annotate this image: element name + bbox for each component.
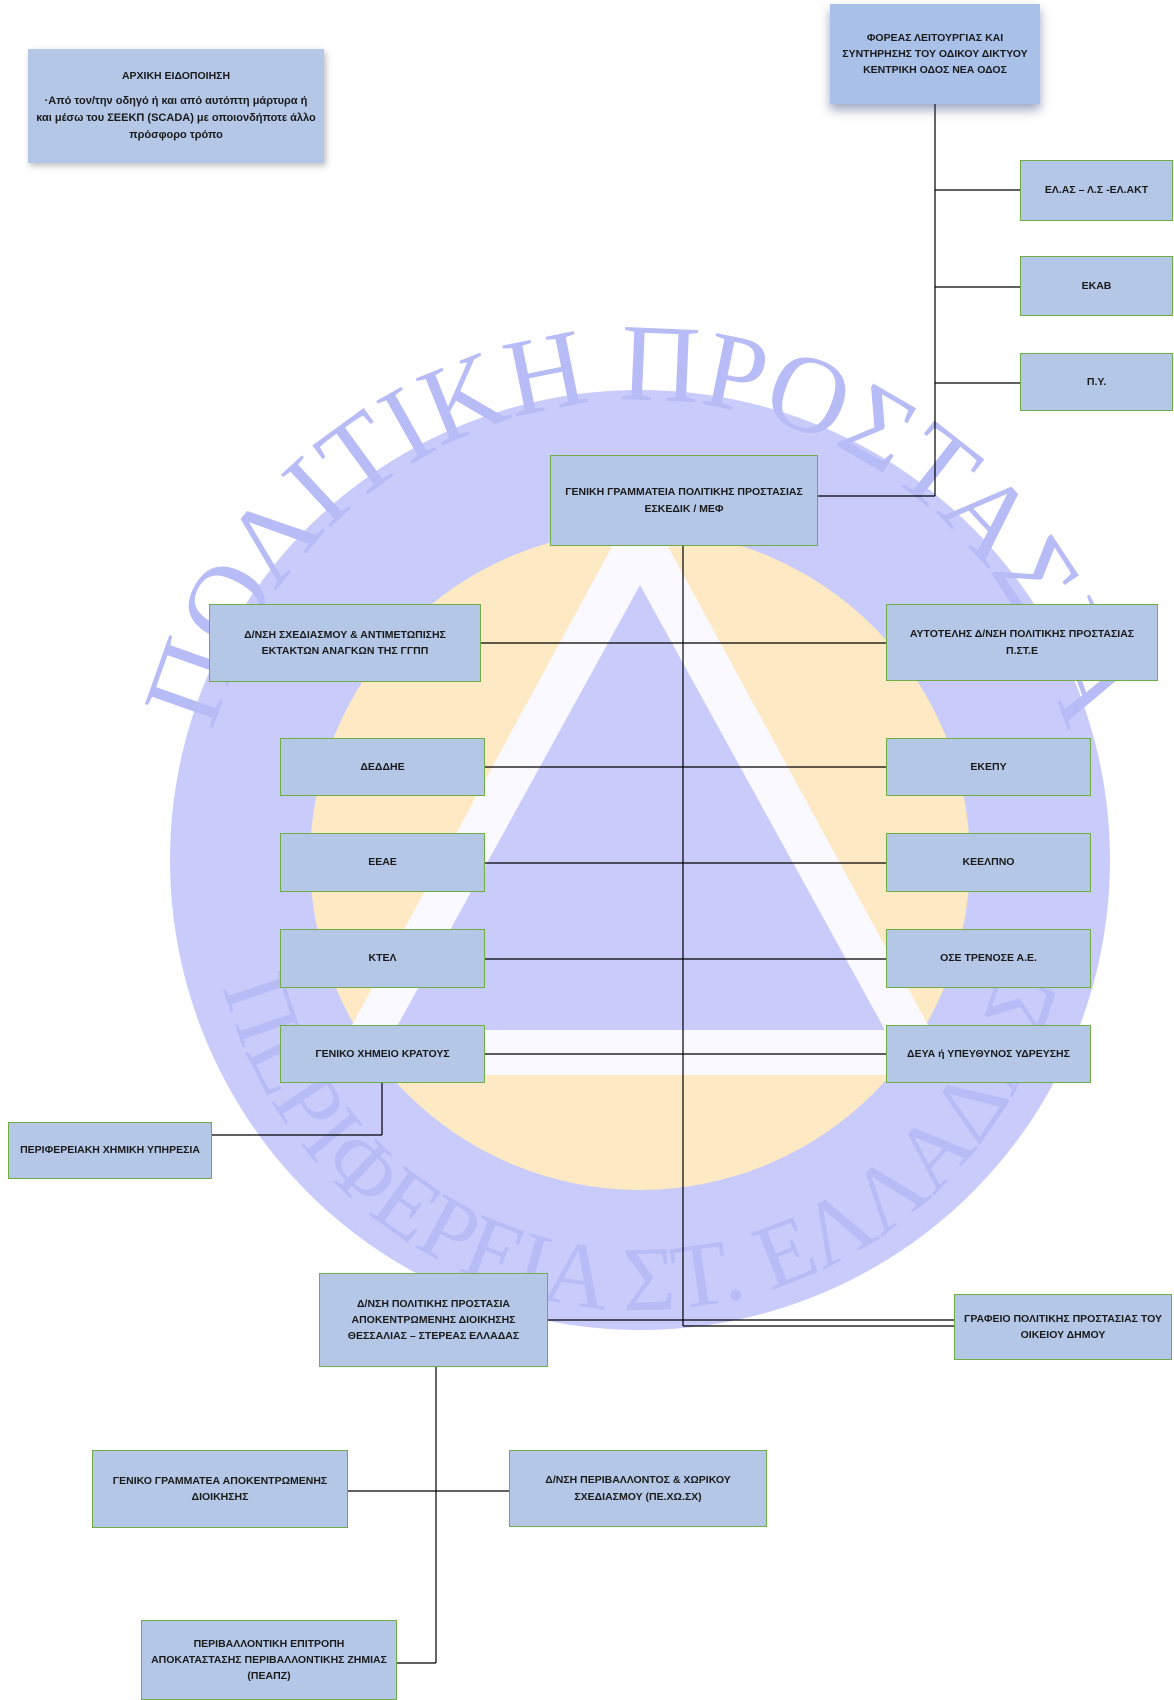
- node-decentral-admin: Δ/ΝΣΗ ΠΟΛΙΤΙΚΗΣ ΠΡΟΣΤΑΣΙΑ ΑΠΟΚΕΝΤΡΩΜΕΝΗΣ…: [319, 1273, 548, 1367]
- node-gscp: ΓΕΝΙΚΗ ΓΡΑΜΜΑΤΕΙΑ ΠΟΛΙΤΙΚΗΣ ΠΡΟΣΤΑΣΙΑΣ Ε…: [550, 455, 818, 546]
- node-ekepy: ΕΚΕΠΥ: [886, 738, 1091, 796]
- node-road-operator-label: ΦΟΡΕΑΣ ΛΕΙΤΟΥΡΓΙΑΣ ΚΑΙ ΣΥΝΤΗΡΗΣΗΣ ΤΟΥ ΟΔ…: [842, 31, 1028, 77]
- initial-notification-title: ΑΡΧΙΚΗ ΕΙΔΟΠΟΙΗΣΗ: [121, 70, 231, 83]
- node-pste: ΑΥΤΟΤΕΛΗΣ Δ/ΝΣΗ ΠΟΛΙΤΙΚΗΣ ΠΡΟΣΤΑΣΙΑΣ Π.Σ…: [886, 604, 1158, 681]
- node-pste-label: ΑΥΤΟΤΕΛΗΣ Δ/ΝΣΗ ΠΟΛΙΤΙΚΗΣ ΠΡΟΣΤΑΣΙΑΣ Π.Σ…: [909, 628, 1135, 657]
- node-municipal-office-label: ΓΡΑΦΕΙΟ ΠΟΛΙΤΙΚΗΣ ΠΡΟΣΤΑΣΙΑΣ ΤΟΥ ΟΙΚΕΙΟΥ…: [964, 1312, 1162, 1341]
- node-ose-label: ΟΣΕ ΤΡΕΝΟΣΕ Α.Ε.: [940, 952, 1037, 965]
- node-general-chemical-lab: ΓΕΝΙΚΟ ΧΗΜΕΙΟ ΚΡΑΤΟΥΣ: [280, 1025, 485, 1083]
- node-secretary-general: ΓΕΝΙΚΟ ΓΡΑΜΜΑΤΕΑ ΑΠΟΚΕΝΤΡΩΜΕΝΗΣ ΔΙΟΙΚΗΣΗ…: [92, 1450, 348, 1528]
- node-ktel-label: ΚΤΕΛ: [368, 952, 397, 965]
- node-deya: ΔΕΥΑ ή ΥΠΕΥΘΥΝΟΣ ΥΔΡΕΥΣΗΣ: [886, 1025, 1091, 1083]
- node-planning-label: Δ/ΝΣΗ ΣΧΕΔΙΑΣΜΟΥ & ΑΝΤΙΜΕΤΩΠΙΣΗΣ ΕΚΤΑΚΤΩ…: [244, 628, 446, 657]
- node-environment-directorate-label: Δ/ΝΣΗ ΠΕΡΙΒΑΛΛΟΝΤΟΣ & ΧΩΡΙΚΟΥ ΣΧΕΔΙΑΣΜΟΥ…: [545, 1474, 731, 1503]
- node-ekav: ΕΚΑΒ: [1020, 256, 1173, 316]
- node-peapz: ΠΕΡΙΒΑΛΛΟΝΤΙΚΗ ΕΠΙΤΡΟΠΗ ΑΠΟΚΑΤΑΣΤΑΣΗΣ ΠΕ…: [141, 1620, 397, 1700]
- node-regional-chemical: ΠΕΡΙΦΕΡΕΙΑΚΗ ΧΗΜΙΚΗ ΥΠΗΡΕΣΙΑ: [8, 1122, 212, 1179]
- node-deya-label: ΔΕΥΑ ή ΥΠΕΥΘΥΝΟΣ ΥΔΡΕΥΣΗΣ: [907, 1047, 1070, 1060]
- node-keelpno: ΚΕΕΛΠΝΟ: [886, 833, 1091, 892]
- initial-notification-body: ·Από τον/την οδηγό ή και από αυτόπτη μάρ…: [36, 94, 316, 141]
- node-ekav-label: ΕΚΑΒ: [1081, 279, 1112, 292]
- node-gscp-label: ΓΕΝΙΚΗ ΓΡΑΜΜΑΤΕΙΑ ΠΟΛΙΤΙΚΗΣ ΠΡΟΣΤΑΣΙΑΣ Ε…: [565, 486, 803, 515]
- node-deddie-label: ΔΕΔΔΗΕ: [360, 760, 405, 773]
- node-eeae-label: ΕΕΑΕ: [368, 856, 397, 869]
- node-py: Π.Υ.: [1020, 353, 1173, 411]
- initial-notification-box: ΑΡΧΙΚΗ ΕΙΔΟΠΟΙΗΣΗ ·Από τον/την οδηγό ή κ…: [28, 49, 324, 163]
- node-municipal-office: ΓΡΑΦΕΙΟ ΠΟΛΙΤΙΚΗΣ ΠΡΟΣΤΑΣΙΑΣ ΤΟΥ ΟΙΚΕΙΟΥ…: [954, 1294, 1172, 1360]
- node-road-operator: ΦΟΡΕΑΣ ΛΕΙΤΟΥΡΓΙΑΣ ΚΑΙ ΣΥΝΤΗΡΗΣΗΣ ΤΟΥ ΟΔ…: [830, 4, 1040, 104]
- node-deddie: ΔΕΔΔΗΕ: [280, 738, 485, 796]
- node-elas-label: ΕΛ.ΑΣ – Λ.Σ -ΕΛ.ΑΚΤ: [1044, 184, 1149, 197]
- node-peapz-label: ΠΕΡΙΒΑΛΛΟΝΤΙΚΗ ΕΠΙΤΡΟΠΗ ΑΠΟΚΑΤΑΣΤΑΣΗΣ ΠΕ…: [151, 1637, 387, 1683]
- node-ktel: ΚΤΕΛ: [280, 929, 485, 988]
- node-general-chemical-lab-label: ΓΕΝΙΚΟ ΧΗΜΕΙΟ ΚΡΑΤΟΥΣ: [315, 1047, 450, 1060]
- node-keelpno-label: ΚΕΕΛΠΝΟ: [962, 856, 1015, 869]
- node-planning: Δ/ΝΣΗ ΣΧΕΔΙΑΣΜΟΥ & ΑΝΤΙΜΕΤΩΠΙΣΗΣ ΕΚΤΑΚΤΩ…: [209, 604, 481, 682]
- node-secretary-general-label: ΓΕΝΙΚΟ ΓΡΑΜΜΑΤΕΑ ΑΠΟΚΕΝΤΡΩΜΕΝΗΣ ΔΙΟΙΚΗΣΗ…: [112, 1474, 328, 1503]
- node-decentral-admin-label: Δ/ΝΣΗ ΠΟΛΙΤΙΚΗΣ ΠΡΟΣΤΑΣΙΑ ΑΠΟΚΕΝΤΡΩΜΕΝΗΣ…: [347, 1297, 520, 1343]
- node-regional-chemical-label: ΠΕΡΙΦΕΡΕΙΑΚΗ ΧΗΜΙΚΗ ΥΠΗΡΕΣΙΑ: [20, 1144, 200, 1157]
- node-eeae: ΕΕΑΕ: [280, 833, 485, 892]
- node-ekepy-label: ΕΚΕΠΥ: [970, 760, 1007, 773]
- node-py-label: Π.Υ.: [1086, 375, 1107, 388]
- node-ose: ΟΣΕ ΤΡΕΝΟΣΕ Α.Ε.: [886, 929, 1091, 988]
- node-elas: ΕΛ.ΑΣ – Λ.Σ -ΕΛ.ΑΚΤ: [1020, 160, 1173, 221]
- node-environment-directorate: Δ/ΝΣΗ ΠΕΡΙΒΑΛΛΟΝΤΟΣ & ΧΩΡΙΚΟΥ ΣΧΕΔΙΑΣΜΟΥ…: [509, 1450, 767, 1527]
